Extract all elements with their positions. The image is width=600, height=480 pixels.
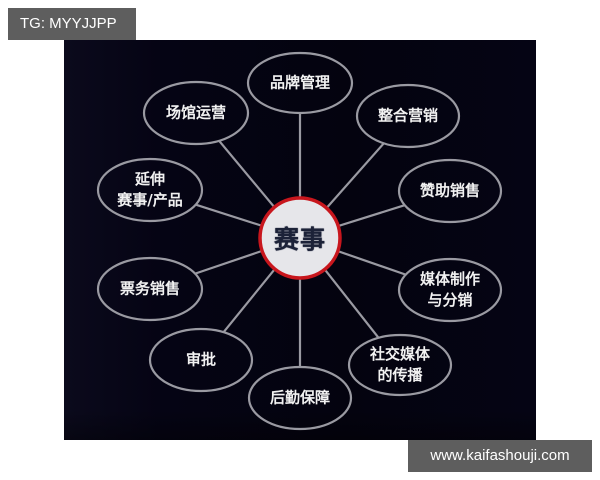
node-label-line: 品牌管理 (269, 73, 331, 92)
node-label-line: 的传播 (377, 366, 423, 384)
node-label-social-media-spread: 社交媒体的传播 (370, 344, 430, 386)
panel-bottom-shade (64, 410, 536, 440)
node-ellipse-ticket-sales (96, 256, 204, 322)
node-label-brand-management: 品牌管理 (270, 73, 330, 94)
node-label-venue-operations: 场馆运营 (166, 103, 226, 124)
node-ellipse-venue-operations (142, 80, 250, 146)
node-label-approval: 审批 (186, 350, 216, 371)
center-hub-label: 赛事 (273, 225, 327, 254)
node-ellipse-brand-management (246, 51, 354, 115)
node-label-line: 社交媒体 (369, 345, 431, 363)
node-label-sponsorship-sales: 赞助销售 (420, 181, 480, 202)
node-label-line: 延伸 (134, 170, 166, 188)
watermark-bottom-right: www.kaifashouji.com (408, 440, 592, 472)
node-label-integrated-marketing: 整合营销 (378, 106, 438, 127)
node-ellipse-sponsorship-sales (397, 158, 503, 224)
node-label-line: 整合营销 (377, 106, 439, 125)
node-ellipse-integrated-marketing (355, 83, 461, 149)
node-label-line: 后勤保障 (269, 388, 331, 407)
watermark-top-left: TG: MYYJJPP (8, 8, 136, 40)
node-label-line: 媒体制作 (419, 270, 481, 288)
node-label-extended-events-products: 延伸赛事/产品 (117, 169, 182, 211)
node-label-media-production-distribution: 媒体制作与分销 (420, 269, 480, 311)
node-label-logistics-support: 后勤保障 (270, 388, 330, 409)
node-label-line: 与分销 (427, 291, 473, 309)
node-label-line: 票务销售 (119, 279, 181, 298)
center-hub-circle (258, 196, 342, 280)
node-label-line: 赛事/产品 (117, 191, 183, 209)
node-label-line: 场馆运营 (165, 103, 227, 122)
node-label-line: 赞助销售 (419, 181, 481, 200)
node-label-ticket-sales: 票务销售 (120, 279, 180, 300)
node-ellipses (96, 51, 503, 431)
node-label-line: 审批 (185, 350, 217, 369)
node-ellipse-media-production-distribution (397, 257, 503, 323)
node-ellipse-social-media-spread (347, 333, 453, 397)
node-ellipse-extended-events-products (96, 157, 204, 223)
node-ellipse-approval (148, 327, 254, 393)
node-ellipse-logistics-support (247, 365, 353, 431)
center-hub (258, 196, 342, 280)
